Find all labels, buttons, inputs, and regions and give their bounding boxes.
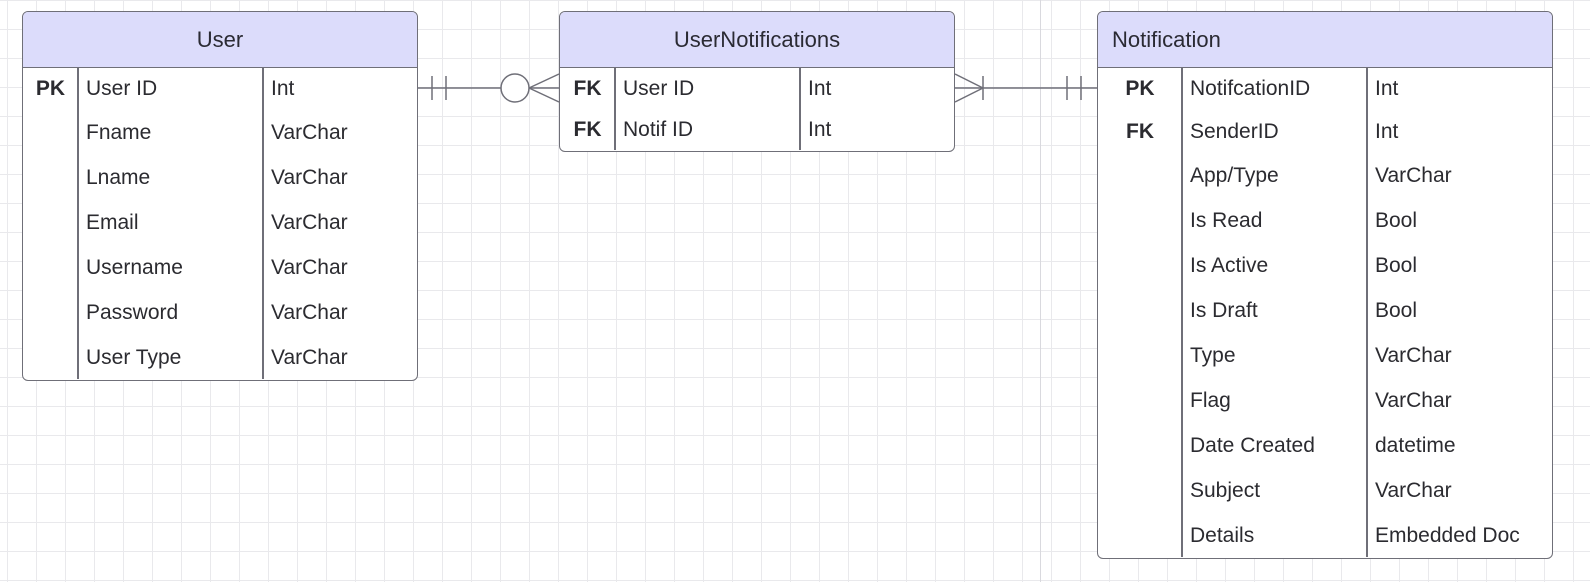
attribute-name: Username [86, 255, 183, 279]
attribute-name: Password [86, 300, 179, 324]
entity-body: PK NotifcationID Int FK SenderID Int App… [1098, 68, 1552, 557]
crowfoot-top [528, 73, 560, 89]
attribute-row[interactable]: App/Type VarChar [1098, 153, 1552, 198]
attribute-name: NotifcationID [1190, 77, 1311, 100]
attribute-name: User ID [86, 77, 158, 100]
attribute-type: Bool [1375, 253, 1418, 277]
attribute-type: Int [1375, 119, 1399, 143]
attribute-type: VarChar [271, 255, 348, 279]
attribute-name: Is Active [1190, 253, 1269, 277]
attribute-name: Email [86, 210, 139, 234]
attribute-type: Int [808, 118, 832, 141]
attribute-row[interactable]: FK SenderID Int [1098, 110, 1552, 153]
key-marker: FK [573, 77, 602, 100]
entity-body: PK User ID Int Fname VarChar Lname VarCh… [23, 68, 417, 379]
entity-title: UserNotifications [560, 12, 954, 68]
attribute-row[interactable]: FK User ID Int [560, 68, 954, 110]
attribute-type: VarChar [271, 300, 348, 324]
column-divider [1366, 68, 1368, 557]
column-divider [614, 68, 616, 150]
attribute-type: VarChar [271, 345, 348, 369]
column-divider [77, 68, 79, 379]
attribute-type: Int [271, 77, 295, 100]
attribute-name: Notif ID [623, 118, 694, 141]
attribute-name: App/Type [1190, 163, 1279, 187]
column-divider [262, 68, 264, 379]
attribute-row[interactable]: PK User ID Int [23, 68, 417, 110]
attribute-row[interactable]: PK NotifcationID Int [1098, 68, 1552, 110]
attribute-name: Details [1190, 523, 1255, 547]
crowfoot-lower [954, 87, 984, 103]
entity-notification[interactable]: Notification PK NotifcationID Int FK Sen… [1097, 11, 1553, 559]
column-divider [1181, 68, 1183, 557]
column-divider [799, 68, 801, 150]
attribute-name: SenderID [1190, 119, 1279, 143]
attribute-row[interactable]: Is Draft Bool [1098, 288, 1552, 333]
attribute-name: Fname [86, 120, 152, 144]
attribute-row[interactable]: Flag VarChar [1098, 378, 1552, 423]
entity-title: User [23, 12, 417, 68]
attribute-type: VarChar [1375, 343, 1452, 367]
attribute-type: Int [1375, 77, 1399, 100]
key-marker: FK [573, 118, 602, 141]
attribute-row[interactable]: Lname VarChar [23, 155, 417, 200]
attribute-name: Subject [1190, 478, 1261, 502]
attribute-type: VarChar [271, 165, 348, 189]
canvas-divider [1040, 0, 1041, 582]
entity-user[interactable]: User PK User ID Int Fname VarChar Lname … [22, 11, 418, 381]
attribute-type: VarChar [1375, 478, 1452, 502]
crowfoot-upper [954, 73, 984, 89]
entity-body: FK User ID Int FK Notif ID Int [560, 68, 954, 150]
attribute-type: VarChar [271, 210, 348, 234]
attribute-type: Bool [1375, 208, 1418, 232]
zero-optional-circle [500, 73, 530, 103]
attribute-type: Int [808, 77, 832, 100]
attribute-type: Bool [1375, 298, 1418, 322]
attribute-row[interactable]: Fname VarChar [23, 110, 417, 155]
entity-title: Notification [1098, 12, 1552, 68]
key-marker: FK [1126, 119, 1154, 143]
attribute-row[interactable]: Type VarChar [1098, 333, 1552, 378]
attribute-type: VarChar [1375, 163, 1452, 187]
attribute-name: Date Created [1190, 433, 1315, 457]
attribute-row[interactable]: User Type VarChar [23, 335, 417, 380]
attribute-row[interactable]: Is Read Bool [1098, 198, 1552, 243]
attribute-name: Lname [86, 165, 151, 189]
attribute-name: Type [1190, 343, 1236, 367]
attribute-type: Embedded Doc [1375, 523, 1520, 547]
attribute-row[interactable]: Username VarChar [23, 245, 417, 290]
attribute-type: VarChar [271, 120, 348, 144]
crowfoot-bottom [528, 87, 560, 103]
attribute-row[interactable]: Date Created datetime [1098, 423, 1552, 468]
attribute-name: Is Read [1190, 208, 1263, 232]
attribute-row[interactable]: Subject VarChar [1098, 468, 1552, 513]
attribute-type: datetime [1375, 433, 1456, 457]
attribute-type: VarChar [1375, 388, 1452, 412]
attribute-name: User Type [86, 345, 182, 369]
attribute-name: Is Draft [1190, 298, 1258, 322]
key-marker: PK [35, 77, 66, 100]
attribute-name: User ID [623, 77, 695, 100]
attribute-row[interactable]: Email VarChar [23, 200, 417, 245]
attribute-name: Flag [1190, 388, 1231, 412]
key-marker: PK [1125, 77, 1155, 100]
entity-user-notifications[interactable]: UserNotifications FK User ID Int FK Noti… [559, 11, 955, 152]
attribute-row[interactable]: Is Active Bool [1098, 243, 1552, 288]
attribute-row[interactable]: Password VarChar [23, 290, 417, 335]
attribute-row[interactable]: FK Notif ID Int [560, 110, 954, 150]
attribute-row[interactable]: Details Embedded Doc [1098, 513, 1552, 558]
